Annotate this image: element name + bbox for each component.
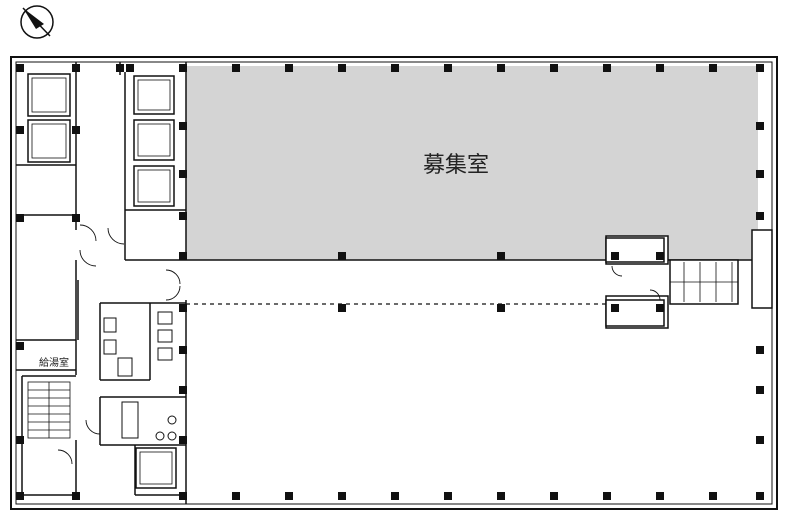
column-marker — [338, 252, 346, 260]
column-marker — [611, 304, 619, 312]
column-marker — [756, 492, 764, 500]
right-stair-icon — [670, 262, 738, 302]
column-marker — [232, 64, 240, 72]
column-marker — [603, 492, 611, 500]
column-marker — [656, 304, 664, 312]
column-marker — [179, 386, 187, 394]
door-swings — [57, 224, 661, 465]
north-arrow-icon — [20, 5, 54, 39]
column-marker — [497, 492, 505, 500]
column-marker — [179, 436, 187, 444]
column-marker — [232, 492, 240, 500]
column-marker — [116, 64, 124, 72]
column-marker — [709, 492, 717, 500]
column-marker — [656, 492, 664, 500]
column-marker — [391, 64, 399, 72]
column-marker — [338, 492, 346, 500]
column-marker — [756, 122, 764, 130]
column-marker — [756, 346, 764, 354]
column-marker — [16, 342, 24, 350]
column-marker — [656, 252, 664, 260]
column-marker — [338, 64, 346, 72]
column-marker — [338, 304, 346, 312]
structural-columns — [16, 64, 764, 500]
cabin-inner — [31, 77, 173, 485]
column-marker — [709, 64, 717, 72]
column-marker — [497, 304, 505, 312]
column-marker — [179, 304, 187, 312]
column-marker — [126, 64, 134, 72]
column-marker — [444, 492, 452, 500]
column-marker — [391, 492, 399, 500]
column-marker — [72, 492, 80, 500]
column-marker — [611, 252, 619, 260]
small-room-label: 給湯室 — [39, 356, 69, 369]
column-marker — [285, 492, 293, 500]
column-marker — [16, 64, 24, 72]
restroom-fixtures — [103, 311, 177, 441]
column-marker — [72, 214, 80, 222]
column-marker — [285, 64, 293, 72]
column-marker — [16, 214, 24, 222]
column-marker — [179, 64, 187, 72]
core-walls — [16, 62, 187, 504]
column-marker — [72, 64, 80, 72]
column-marker — [656, 64, 664, 72]
column-marker — [179, 252, 187, 260]
available-room[interactable] — [186, 66, 758, 260]
column-marker — [179, 492, 187, 500]
column-marker — [756, 436, 764, 444]
column-marker — [756, 386, 764, 394]
column-marker — [179, 346, 187, 354]
left-stair-icon — [27, 381, 71, 439]
column-marker — [497, 252, 505, 260]
column-marker — [179, 122, 187, 130]
column-marker — [603, 64, 611, 72]
column-marker — [756, 170, 764, 178]
column-marker — [72, 126, 80, 134]
column-marker — [179, 170, 187, 178]
column-marker — [756, 212, 764, 220]
column-marker — [756, 64, 764, 72]
column-marker — [16, 126, 24, 134]
available-room-label: 募集室 — [423, 153, 489, 178]
column-marker — [179, 212, 187, 220]
column-marker — [550, 492, 558, 500]
column-marker — [444, 64, 452, 72]
column-marker — [550, 64, 558, 72]
column-marker — [16, 492, 24, 500]
column-marker — [16, 436, 24, 444]
column-marker — [497, 64, 505, 72]
